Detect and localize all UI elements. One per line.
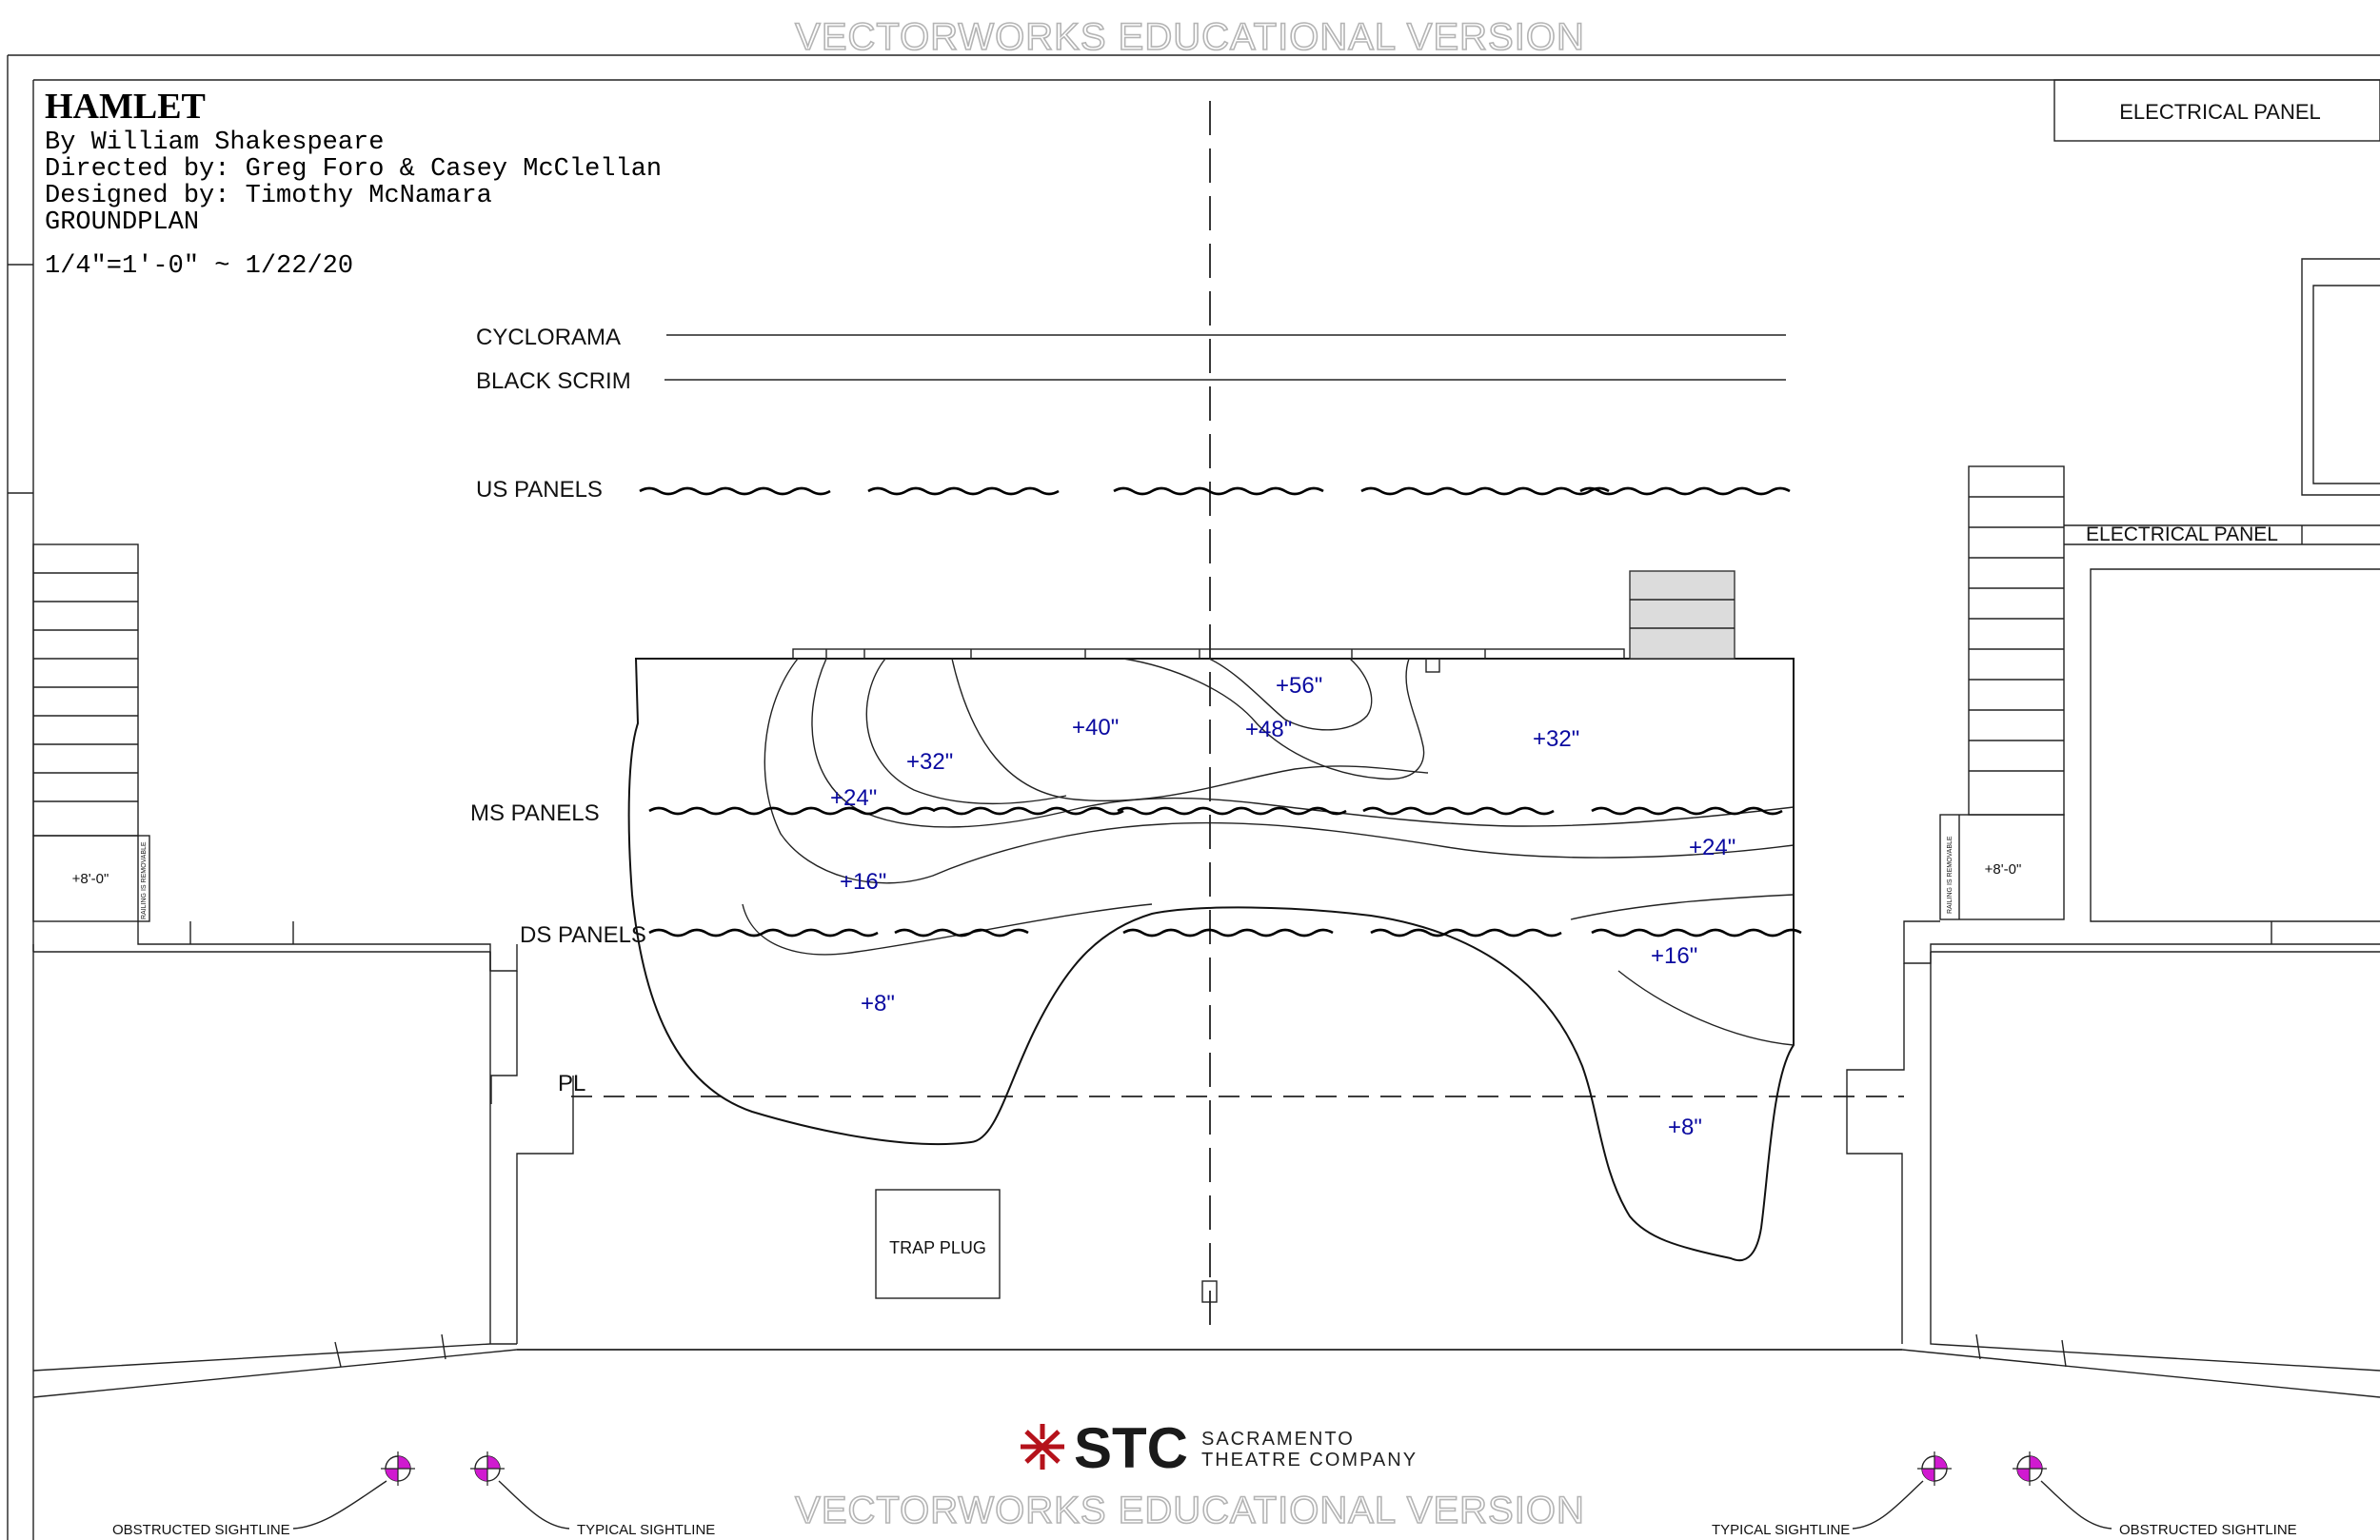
upstage-platform-stack	[1629, 570, 1735, 660]
sightline-marker-icon	[381, 1451, 415, 1486]
trap-plug-label: TRAP PLUG	[889, 1238, 986, 1257]
electrical-panel-label-top: ELECTRICAL PANEL	[2119, 100, 2321, 124]
us-panels-label: US PANELS	[476, 477, 603, 503]
title-block: HAMLET By William Shakespeare Directed b…	[45, 87, 662, 281]
deck-outline	[627, 658, 1795, 1261]
elevation-8-right: +8"	[1668, 1115, 1702, 1140]
elevation-8-left: +8"	[861, 991, 895, 1017]
elevation-32-right: +32"	[1533, 726, 1579, 752]
stc-logo-line2: THEATRE COMPANY	[1201, 1450, 1418, 1471]
electrical-panel-label-side: ELECTRICAL PANEL	[2086, 523, 2278, 545]
ds-panels-drape	[648, 928, 1802, 938]
elevation-24-right: +24"	[1689, 835, 1735, 860]
watermark-bottom: VECTORWORKS EDUCATIONAL VERSION	[795, 1490, 1585, 1531]
elevation-32-left: +32"	[906, 749, 953, 775]
cyclorama-label: CYCLORAMA	[476, 325, 621, 350]
right-railing-note: RAILING IS REMOVABLE	[1947, 836, 1954, 914]
sightline-left-typical-label: TYPICAL SIGHTLINE	[577, 1522, 715, 1538]
left-platform-height: +8'-0"	[72, 871, 109, 887]
sightline-right-typical-label: TYPICAL SIGHTLINE	[1712, 1522, 1850, 1538]
elevation-56: +56"	[1276, 673, 1322, 699]
elevation-16-left: +16"	[840, 869, 886, 895]
us-panels-drape	[639, 486, 1791, 496]
contour-lines	[742, 658, 1795, 1046]
title-hamlet: HAMLET	[45, 87, 206, 127]
sightline-marker-icon	[1917, 1451, 1952, 1486]
upstage-rail	[792, 648, 1625, 673]
ds-panels-label: DS PANELS	[520, 922, 646, 948]
plaster-line-label: PL	[558, 1071, 585, 1096]
left-proscenium-wall	[32, 921, 2380, 1398]
sightline-marker-icon	[470, 1451, 505, 1486]
stc-logo: STC SACRAMENTO THEATRE COMPANY	[1021, 1416, 1418, 1480]
ms-panels-label: MS PANELS	[470, 800, 600, 826]
elevation-24-left: +24"	[830, 785, 877, 811]
black-scrim-label: BLACK SCRIM	[476, 368, 631, 394]
sheet-border	[7, 54, 2380, 1540]
watermark-top: VECTORWORKS EDUCATIONAL VERSION	[795, 16, 1585, 58]
trap-plug-box	[875, 1189, 1001, 1299]
center-marker	[1201, 1280, 1218, 1303]
elevation-labels: +56" +48" +40" +32" +32" +24" +24" +16" …	[830, 673, 1735, 1140]
electrical-panel-box	[2053, 79, 2380, 142]
sightline-marker-icon	[2013, 1451, 2047, 1486]
title-designed: Designed by: Timothy McNamara	[45, 182, 492, 210]
elevation-16-right: +16"	[1651, 943, 1697, 969]
right-proscenium-wall	[1846, 920, 2380, 1372]
sightline-right-obstructed-label: OBSTRUCTED SIGHTLINE	[2119, 1522, 2297, 1538]
title-scale-date: 1/4"=1'-0" ~ 1/22/20	[45, 252, 353, 281]
elevation-40: +40"	[1072, 715, 1119, 740]
title-directed: Directed by: Greg Foro & Casey McClellan	[45, 155, 662, 184]
left-stair-unit	[32, 543, 150, 922]
left-railing-note: RAILING IS REMOVABLE	[141, 841, 148, 919]
stc-logo-icon	[1021, 1424, 1064, 1470]
right-platform-height: +8'-0"	[1985, 861, 2022, 878]
sightline-left-obstructed-label: OBSTRUCTED SIGHTLINE	[112, 1522, 290, 1538]
stc-logo-mark: STC	[1074, 1416, 1188, 1480]
right-stair-unit	[1939, 465, 2065, 920]
title-author: By William Shakespeare	[45, 128, 384, 157]
sightline-markers: OBSTRUCTED SIGHTLINE TYPICAL SIGHTLINE T…	[112, 1451, 2297, 1538]
title-sheet: GROUNDPLAN	[45, 208, 199, 237]
stc-logo-line1: SACRAMENTO	[1201, 1429, 1355, 1450]
elevation-48: +48"	[1245, 717, 1292, 742]
ms-panels-drape	[648, 806, 1783, 816]
right-wall-structure	[2064, 258, 2380, 922]
